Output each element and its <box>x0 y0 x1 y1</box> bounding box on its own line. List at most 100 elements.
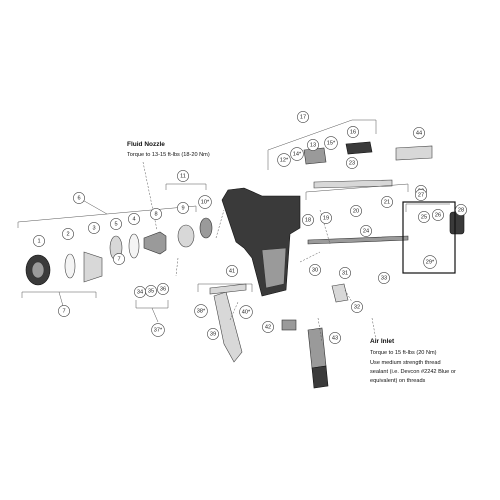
callout-label: 40* <box>242 309 251 315</box>
callout-circle <box>157 283 169 295</box>
part-callout: 10* <box>198 195 212 209</box>
callout-label: 2 <box>66 231 69 237</box>
callout-label: 20 <box>353 208 359 214</box>
callout-label: 5 <box>114 221 117 227</box>
callout-circle <box>194 304 208 318</box>
callout-label: 3 <box>92 225 95 231</box>
callout-circle <box>346 157 358 169</box>
callout-label: 12* <box>280 157 289 163</box>
part-callout: 12* <box>277 153 291 167</box>
part-callout: 8 <box>150 208 162 220</box>
part-callout: 14* <box>290 147 304 161</box>
gun-handle-grip <box>261 247 287 289</box>
fluid-nozzle-note-title: Fluid Nozzle <box>127 141 165 148</box>
callout-label: 17 <box>300 114 306 120</box>
callout-label: 21 <box>384 199 390 205</box>
callout-label: 29* <box>426 259 435 265</box>
callout-label: 11 <box>180 173 186 179</box>
callout-label: 8 <box>154 211 157 217</box>
part-callout: 7 <box>113 253 125 265</box>
air-inlet-note-sealant-2: sealant (i.e. Devcon #2242 Blue or <box>370 369 456 375</box>
callout-circle <box>360 225 372 237</box>
air-inlet-nut <box>311 365 329 389</box>
callout-circle <box>350 205 362 217</box>
callout-circle <box>378 272 390 284</box>
seal-10 <box>199 217 213 239</box>
part-callout: 15* <box>324 136 338 150</box>
callout-circle <box>226 265 238 277</box>
part-callout: 34 <box>134 286 146 298</box>
part-callout: 25 <box>418 211 430 223</box>
callout-circle <box>58 305 70 317</box>
callout-label: 36 <box>160 286 166 292</box>
callout-label: 41 <box>229 268 235 274</box>
part-callout: 28 <box>455 204 467 216</box>
air-inlet-note-sealant-1: Use medium strength thread <box>370 360 441 366</box>
callout-circle <box>302 214 314 226</box>
part-callout: 39 <box>207 328 219 340</box>
fluid-nozzle-note: Fluid Nozzle Torque to 13-15 ft-lbs (18-… <box>127 141 210 158</box>
fluid-needle <box>307 235 409 245</box>
air-cap-body <box>83 251 103 283</box>
part-callout: 3 <box>88 222 100 234</box>
part-callout: 27 <box>415 189 427 201</box>
callout-label: 24 <box>363 228 369 234</box>
callout-label: 28 <box>458 207 464 213</box>
callout-circle <box>290 147 304 161</box>
callout-circle <box>415 189 427 201</box>
callout-circle <box>381 196 393 208</box>
part-callout: 19 <box>320 212 332 224</box>
gun-body <box>221 187 301 297</box>
part-callout: 17 <box>297 111 309 123</box>
air-inlet-note: Air Inlet Torque to 15 ft-lbs (20 Nm) Us… <box>370 338 456 384</box>
callout-circle <box>177 170 189 182</box>
baffle-9 <box>177 224 195 248</box>
seal-ring-2 <box>64 253 76 279</box>
callout-label: 13 <box>310 142 316 148</box>
callout-label: 33 <box>381 275 387 281</box>
callout-circle <box>88 222 100 234</box>
callout-label: 10* <box>201 199 210 205</box>
callout-label: 32 <box>354 304 360 310</box>
callout-label: 43 <box>332 335 338 341</box>
callout-circle <box>198 195 212 209</box>
part-callout: 24 <box>360 225 372 237</box>
callout-label: 25 <box>421 214 427 220</box>
fluid-adjust-assembly <box>395 145 433 161</box>
callout-label: 26 <box>435 212 441 218</box>
part-callout: 18 <box>302 214 314 226</box>
part-callouts: 123456778910*1112*1314*15*16171819202122… <box>33 111 467 344</box>
callout-label: 31 <box>342 270 348 276</box>
callout-circle <box>297 111 309 123</box>
callout-circle <box>110 218 122 230</box>
callout-circle <box>128 213 140 225</box>
part-callout: 16 <box>347 126 359 138</box>
part-callout: 40* <box>239 305 253 319</box>
part-callout: 20 <box>350 205 362 217</box>
part-drawings <box>25 141 465 389</box>
callout-label: 27 <box>418 192 424 198</box>
callout-label: 7 <box>117 256 120 262</box>
fan-adjust-16 <box>345 141 373 155</box>
callout-circle <box>207 328 219 340</box>
part-callout: 21 <box>381 196 393 208</box>
air-inlet-assembly <box>331 283 349 303</box>
part-callout: 2 <box>62 228 74 240</box>
part-callout: 32 <box>351 301 363 313</box>
callout-circle <box>347 126 359 138</box>
callout-label: 39 <box>210 331 216 337</box>
callout-circle <box>423 255 437 269</box>
callout-circle <box>151 323 165 337</box>
callout-circle <box>418 211 430 223</box>
air-valve-stem <box>313 179 393 189</box>
air-inlet-note-sealant-3: equivalent) on threads <box>370 378 426 384</box>
part-callout: 1 <box>33 235 45 247</box>
retaining-ring-4 <box>128 233 140 259</box>
air-cap-ring-inner <box>31 261 45 279</box>
part-callout: 42 <box>262 321 274 333</box>
part-callout: 30 <box>309 264 321 276</box>
callout-circle <box>351 301 363 313</box>
callout-label: 4 <box>132 216 135 222</box>
air-inlet-note-torque: Torque to 15 ft-lbs (20 Nm) <box>370 350 437 356</box>
